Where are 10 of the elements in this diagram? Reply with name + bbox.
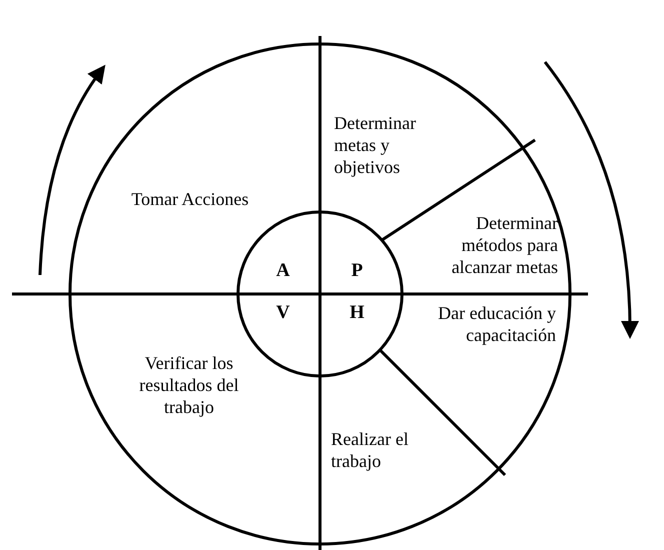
quadrant-letter: H	[346, 302, 368, 324]
sector-label: Determinar métodos para alcanzar metas	[430, 212, 558, 278]
quadrant-letter: V	[272, 302, 294, 324]
sector-label: Verificar los resultados del trabajo	[114, 352, 264, 418]
sector-label: Dar educación y capacitación	[420, 302, 556, 346]
sector-label: Tomar Acciones	[130, 188, 250, 210]
quadrant-letter: A	[272, 260, 294, 282]
sector-label: Determinar metas y objetivos	[334, 112, 444, 178]
quadrant-letter: P	[346, 260, 368, 282]
sector-label: Realizar el trabajo	[331, 428, 431, 472]
